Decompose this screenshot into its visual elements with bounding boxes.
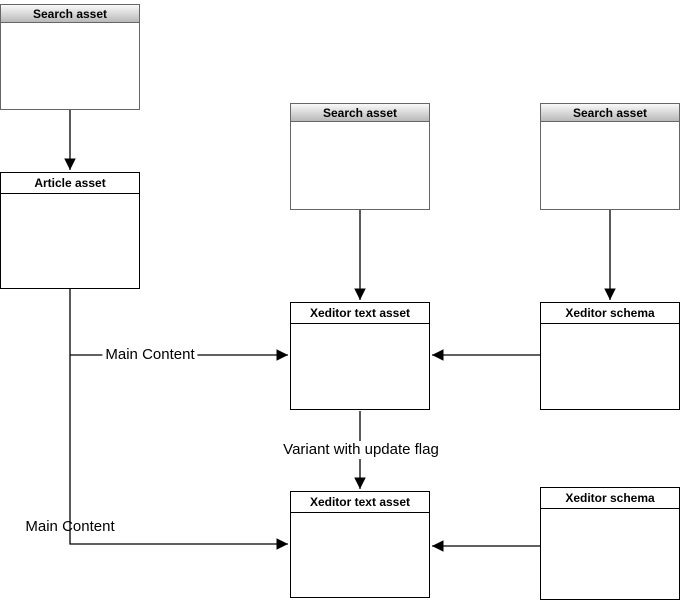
- node-title: Xeditor schema: [541, 303, 679, 324]
- edge-label-variant-with-update-flag: Variant with update flag: [280, 441, 442, 459]
- node-xeditor-text-asset-1: Xeditor text asset: [290, 302, 430, 410]
- node-search-asset-middle: Search asset: [290, 103, 430, 210]
- node-search-asset-right: Search asset: [540, 103, 680, 210]
- node-title: Search asset: [1, 5, 139, 23]
- node-title: Xeditor text asset: [291, 492, 429, 513]
- node-xeditor-schema-2: Xeditor schema: [540, 487, 680, 600]
- node-article-asset: Article asset: [0, 172, 140, 289]
- edge-label-main-content-lower: Main Content: [25, 518, 115, 535]
- node-title: Search asset: [291, 104, 429, 122]
- edge-label-main-content-upper: Main Content: [102, 346, 198, 364]
- node-search-asset-top-left: Search asset: [0, 4, 140, 110]
- connector-article-main-content-trunk: [69, 289, 288, 550]
- node-xeditor-text-asset-2: Xeditor text asset: [290, 491, 430, 598]
- node-title: Search asset: [541, 104, 679, 122]
- node-title: Article asset: [1, 173, 139, 194]
- node-title: Xeditor text asset: [291, 303, 429, 324]
- node-xeditor-schema-1: Xeditor schema: [540, 302, 680, 410]
- node-title: Xeditor schema: [541, 488, 679, 509]
